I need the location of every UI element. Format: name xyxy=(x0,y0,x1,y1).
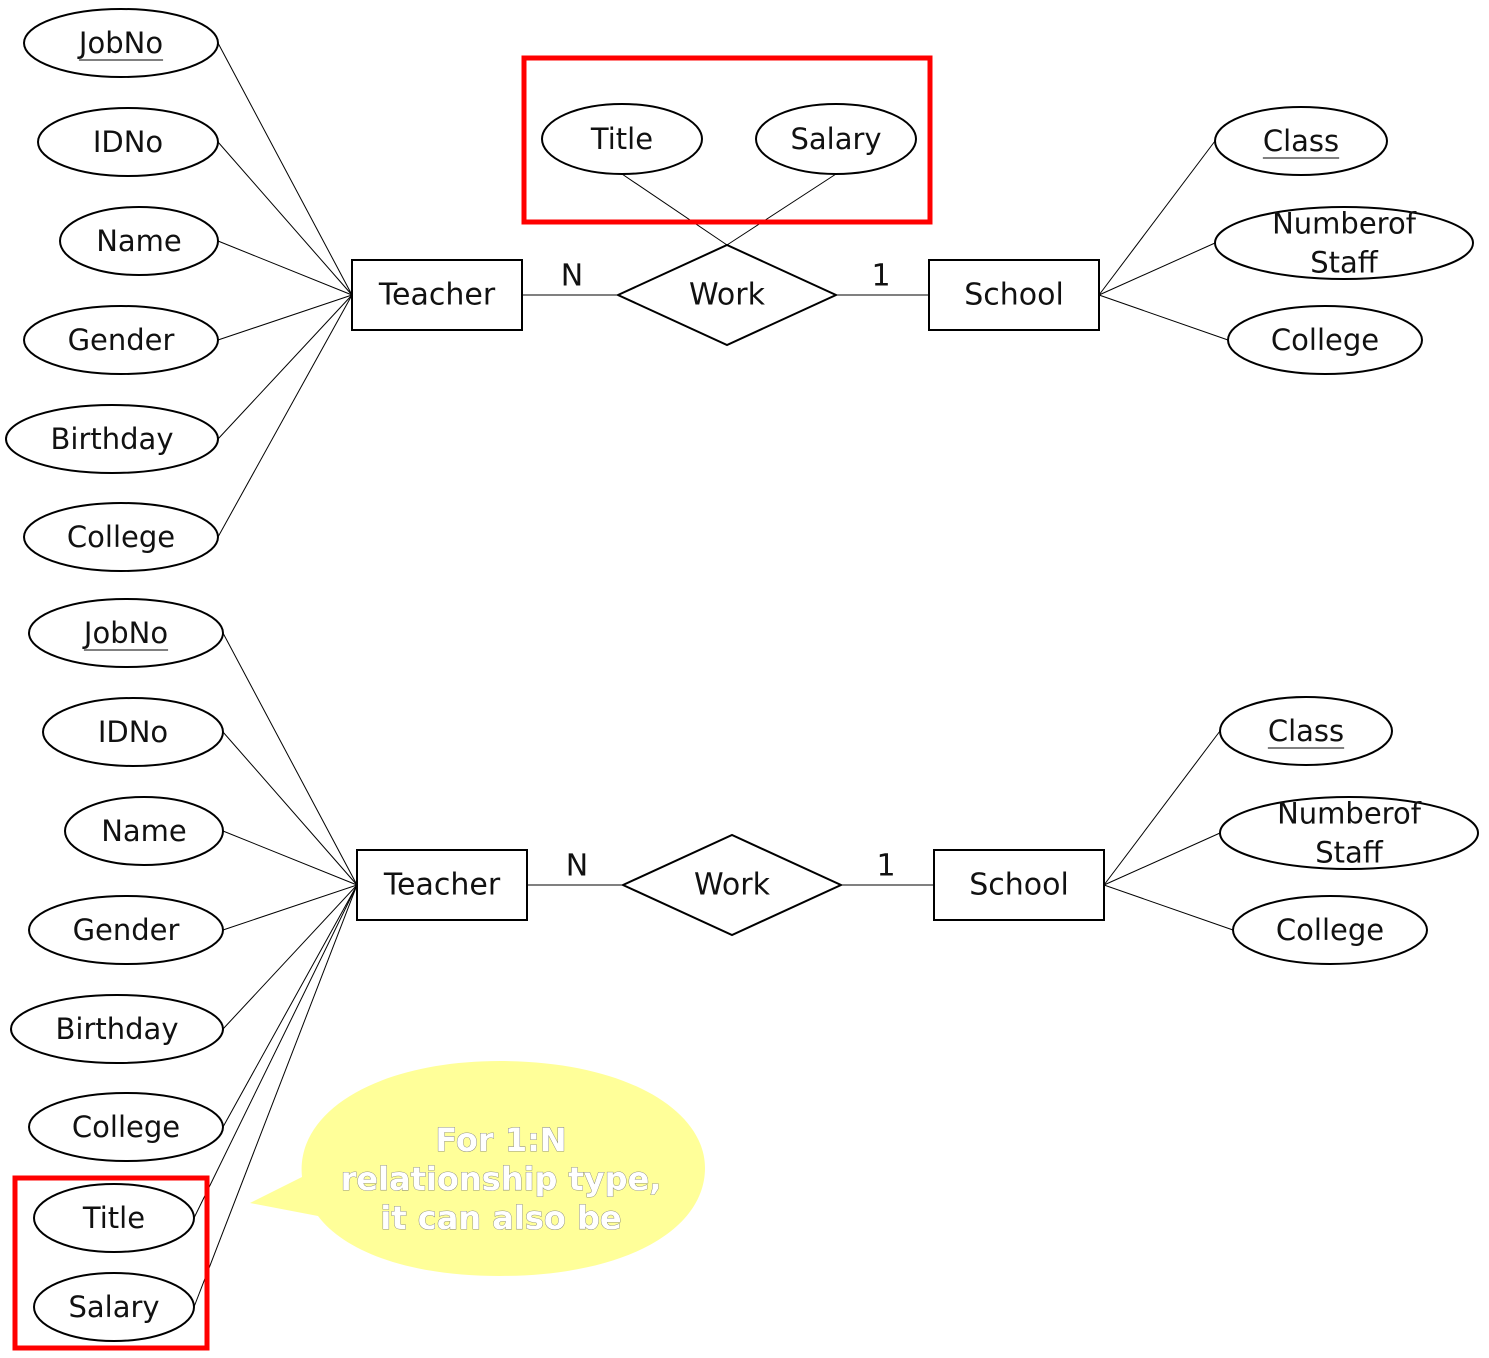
top-line-school-numberof-staff xyxy=(1098,242,1216,296)
bottom-cardinality-teacher: N xyxy=(566,849,588,884)
bottom-line-teacher-jobno xyxy=(222,632,358,886)
top-attr-work-salary xyxy=(755,103,917,175)
bottom-attr-teacher-title xyxy=(33,1183,195,1253)
bottom-line-school-college xyxy=(1103,884,1234,931)
bottom-entity-school-label: School xyxy=(969,868,1069,903)
bottom-line-teacher-title xyxy=(193,884,358,1219)
bottom-highlight-box xyxy=(12,1175,210,1351)
bottom-attr-teacher-salary-label: Salary xyxy=(68,1290,159,1324)
bottom-line-teacher-salary xyxy=(193,884,358,1308)
bottom-line-school-class xyxy=(1103,730,1221,886)
callout-line-1: For 1:N xyxy=(435,1121,566,1159)
top-line-school-class xyxy=(1098,140,1216,296)
top-attr-school-class xyxy=(1214,106,1388,176)
top-attr-teacher-gender-label: Gender xyxy=(68,323,175,357)
top-line-teacher-birthday xyxy=(217,294,353,440)
bottom-attr-school-college xyxy=(1232,895,1428,965)
bottom-attr-school-college-label: College xyxy=(1276,913,1384,947)
callout-bubble xyxy=(250,1061,705,1276)
bottom-entity-teacher-label: Teacher xyxy=(383,868,501,903)
top-line-teacher-college xyxy=(217,294,353,538)
bottom-attr-school-class xyxy=(1219,696,1393,766)
top-line-work-title xyxy=(621,173,728,246)
callout-line-3: it can also be xyxy=(380,1199,621,1237)
bottom-line-teacher-birthday xyxy=(222,884,358,1030)
bottom-line-teacher-name xyxy=(222,830,358,886)
top-line-work-salary xyxy=(726,173,837,246)
top-attr-teacher-idno-label: IDNo xyxy=(93,125,163,159)
top-relationship-work xyxy=(615,243,839,347)
bottom-attr-teacher-college xyxy=(28,1092,224,1162)
bottom-attr-teacher-jobno-label: JobNo xyxy=(82,616,168,650)
top-attr-school-college xyxy=(1227,305,1423,375)
top-entity-teacher xyxy=(351,259,523,331)
bottom-attr-school-class-label: Class xyxy=(1268,714,1344,748)
top-attr-teacher-idno xyxy=(37,107,219,177)
top-cardinality-school: 1 xyxy=(871,259,890,294)
bottom-attr-teacher-gender xyxy=(28,895,224,965)
top-attr-teacher-jobno-label: JobNo xyxy=(77,26,163,60)
bottom-attr-teacher-name-label: Name xyxy=(101,814,187,848)
top-line-teacher-jobno xyxy=(217,42,353,296)
top-attr-school-class-label: Class xyxy=(1263,124,1339,158)
top-attr-teacher-college xyxy=(23,502,219,572)
top-attr-school-numberof-staff xyxy=(1214,206,1474,280)
bottom-line-school-numberof-staff xyxy=(1103,832,1221,886)
top-attr-teacher-birthday-label: Birthday xyxy=(51,422,174,456)
callout-line-2: relationship type, xyxy=(341,1160,662,1198)
bottom-entity-teacher xyxy=(356,849,528,921)
top-attr-teacher-college-label: College xyxy=(67,520,175,554)
top-attr-work-salary-label: Salary xyxy=(790,122,881,156)
top-entity-school xyxy=(928,259,1100,331)
bottom-attr-teacher-title-label: Title xyxy=(82,1201,145,1235)
bottom-attr-teacher-birthday xyxy=(10,994,224,1064)
bottom-line-teacher-idno xyxy=(222,731,358,886)
top-attr-work-title-label: Title xyxy=(590,122,653,156)
top-line-teacher-name xyxy=(217,240,353,296)
top-attr-teacher-name xyxy=(59,206,219,276)
bottom-attr-teacher-college-label: College xyxy=(72,1110,180,1144)
bottom-cardinality-school: 1 xyxy=(876,849,895,884)
top-entity-teacher-label: Teacher xyxy=(378,278,496,313)
top-cardinality-teacher: N xyxy=(561,259,583,294)
bottom-line-teacher-gender xyxy=(222,884,358,931)
bottom-relationship-work-label: Work xyxy=(694,868,771,903)
top-line-teacher-gender xyxy=(217,294,353,341)
bottom-relationship-work xyxy=(620,833,844,937)
top-attr-school-college-label: College xyxy=(1271,323,1379,357)
bottom-attr-teacher-jobno xyxy=(28,598,224,668)
bottom-line-teacher-college xyxy=(222,884,358,1128)
bottom-attr-teacher-idno-label: IDNo xyxy=(98,715,168,749)
top-attr-teacher-jobno xyxy=(23,8,219,78)
bottom-attr-teacher-gender-label: Gender xyxy=(73,913,180,947)
top-entity-school-label: School xyxy=(964,278,1064,313)
top-attr-teacher-name-label: Name xyxy=(96,224,182,258)
bottom-attr-teacher-salary xyxy=(33,1272,195,1342)
top-attr-teacher-gender xyxy=(23,305,219,375)
top-line-school-college xyxy=(1098,294,1229,341)
top-line-teacher-idno xyxy=(217,141,353,296)
bottom-entity-school xyxy=(933,849,1105,921)
top-highlight-box xyxy=(521,55,933,225)
bottom-attr-school-numberof-staff xyxy=(1219,796,1479,870)
bottom-attr-teacher-birthday-label: Birthday xyxy=(56,1012,179,1046)
top-attr-teacher-birthday xyxy=(5,404,219,474)
top-relationship-work-label: Work xyxy=(689,278,766,313)
bottom-attr-teacher-name xyxy=(64,796,224,866)
bottom-attr-teacher-idno xyxy=(42,697,224,767)
top-attr-work-title xyxy=(541,103,703,175)
